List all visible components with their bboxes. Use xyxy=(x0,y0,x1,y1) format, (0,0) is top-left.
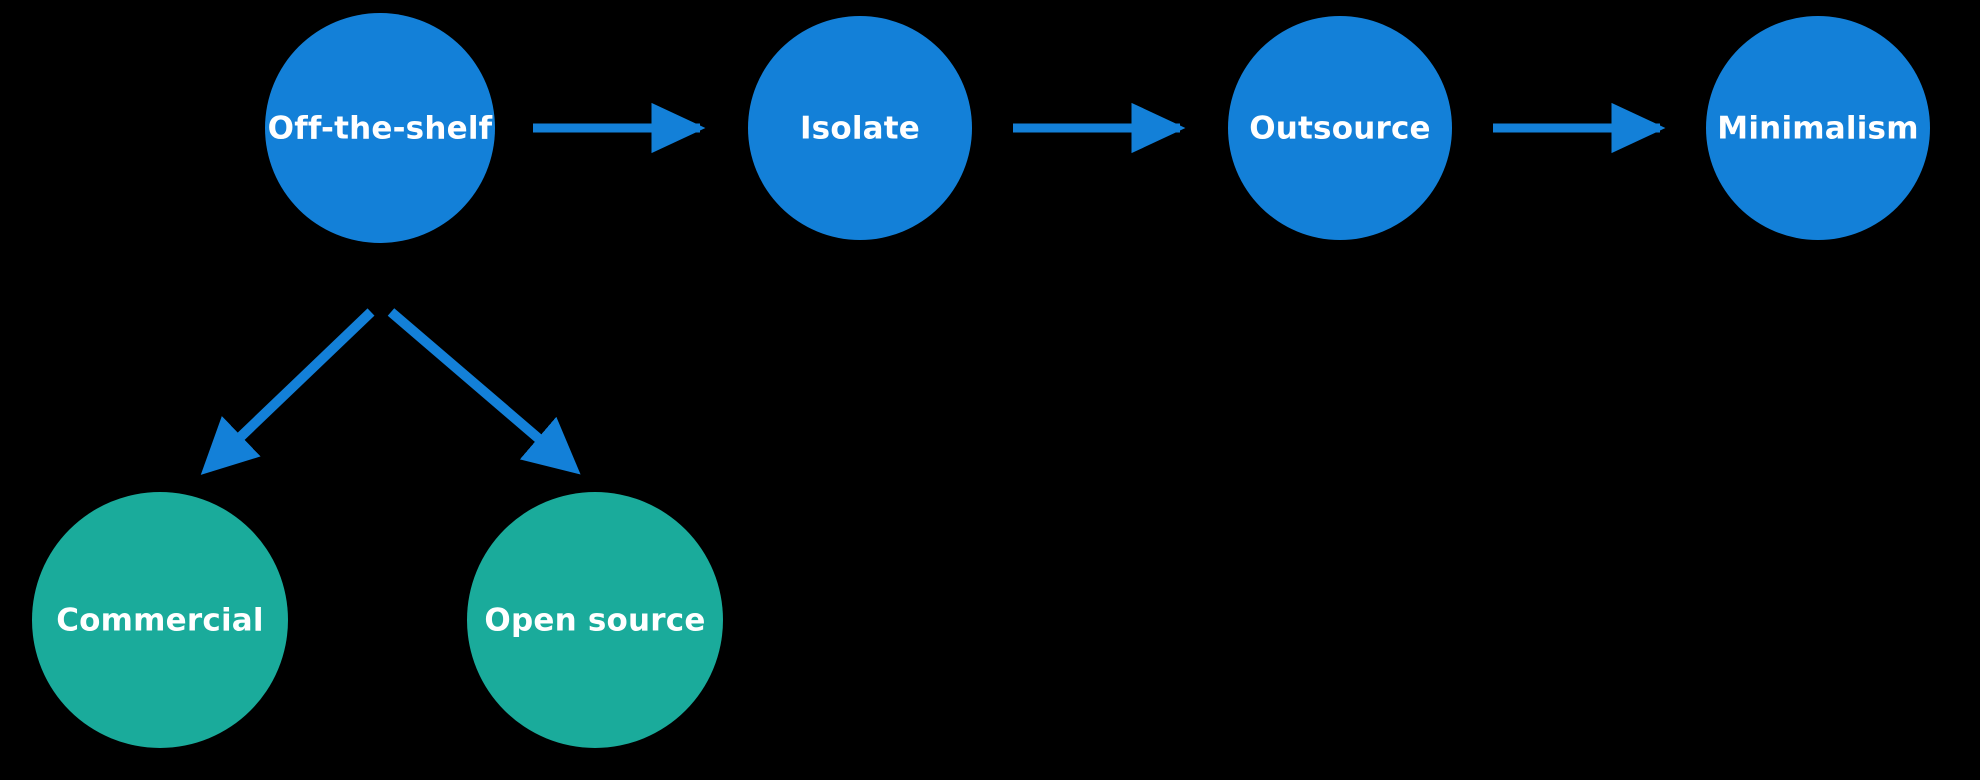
node-isolate-label: Isolate xyxy=(800,111,920,147)
node-commercial-circle[interactable] xyxy=(32,492,288,748)
node-minimalism-circle[interactable] xyxy=(1706,16,1930,240)
node-commercial[interactable]: Commercial xyxy=(32,492,288,748)
node-off-the-shelf-label: Off-the-shelf xyxy=(268,111,493,147)
node-open-source[interactable]: Open source xyxy=(467,492,723,748)
node-outsource-label: Outsource xyxy=(1249,111,1431,147)
node-outsource-circle[interactable] xyxy=(1228,16,1452,240)
edge-off-the-shelf-commercial xyxy=(200,308,375,475)
edge-off-the-shelf-open-source xyxy=(387,308,581,475)
node-isolate-circle[interactable] xyxy=(748,16,972,240)
edges-layer xyxy=(200,102,1666,475)
node-minimalism-label: Minimalism xyxy=(1717,111,1918,147)
node-open-source-circle[interactable] xyxy=(467,492,723,748)
node-commercial-label: Commercial xyxy=(56,603,264,639)
node-open-source-label: Open source xyxy=(484,603,705,639)
node-off-the-shelf-circle[interactable] xyxy=(265,13,495,243)
node-isolate[interactable]: Isolate xyxy=(748,16,972,240)
node-outsource[interactable]: Outsource xyxy=(1228,16,1452,240)
node-off-the-shelf[interactable]: Off-the-shelf xyxy=(265,13,495,243)
node-minimalism[interactable]: Minimalism xyxy=(1706,16,1930,240)
nodes-layer: Off-the-shelf Isolate Outsource Minimali… xyxy=(32,13,1930,748)
